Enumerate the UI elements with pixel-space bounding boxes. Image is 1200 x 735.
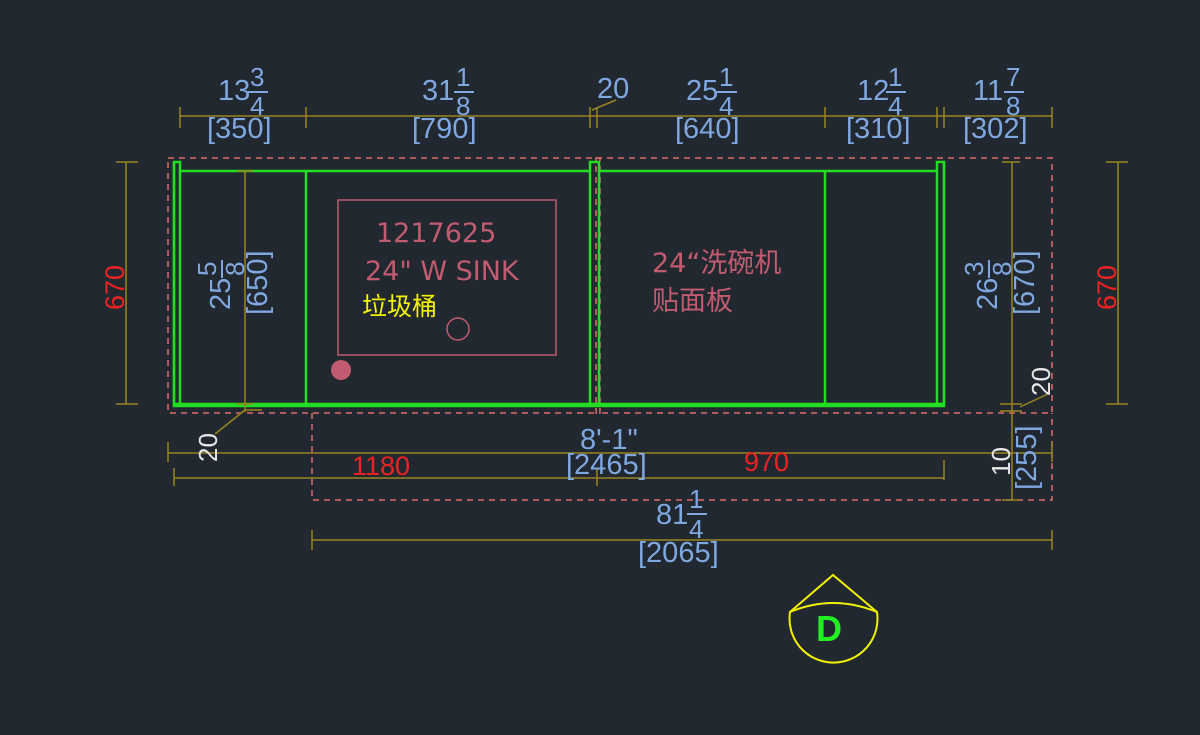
right-small-dim: 10 — [986, 447, 1016, 476]
svg-text:10: 10 — [986, 447, 1016, 476]
overall-mm: [2465] — [566, 449, 647, 481]
left-outer-dim: 670 — [100, 265, 130, 310]
svg-text:12: 12 — [857, 75, 889, 107]
left-end-panel — [172, 160, 182, 406]
lower-dim: 81 1 4 [2065] — [638, 484, 719, 569]
right-end-panel — [935, 160, 946, 406]
svg-text:[640]: [640] — [675, 113, 740, 145]
svg-text:8: 8 — [220, 262, 250, 276]
svg-text:1: 1 — [689, 484, 703, 514]
svg-text:[350]: [350] — [207, 113, 272, 145]
dashed-dishwasher-zone — [595, 157, 1053, 414]
svg-text:4: 4 — [250, 91, 264, 121]
right-small-mm: [255] — [1011, 426, 1043, 491]
top-dim-1: 13 3 4 [350] — [207, 62, 272, 145]
sink-code-label: 1217625 — [376, 218, 496, 249]
center-partition — [588, 160, 601, 406]
svg-text:[670]: [670] — [1009, 251, 1041, 316]
top-dim-5: 12 1 4 [310] — [846, 62, 911, 145]
drain-icon — [446, 317, 470, 341]
right-inner-dim: 26 3 8 [670] — [959, 251, 1041, 316]
svg-text:[255]: [255] — [1011, 426, 1043, 491]
left-gap-dim: 20 — [193, 433, 223, 462]
svg-text:1: 1 — [719, 62, 733, 92]
svg-text:13: 13 — [218, 75, 250, 107]
svg-text:[650]: [650] — [242, 251, 274, 316]
svg-text:25: 25 — [205, 278, 237, 310]
faucet-icon — [331, 360, 351, 380]
left-inner-dim: 25 5 8 [650] — [192, 251, 274, 316]
trash-bin-label: 垃圾桶 — [362, 292, 437, 321]
svg-text:8: 8 — [456, 91, 470, 121]
overall-imperial: 8'-1" — [580, 424, 638, 456]
svg-text:3: 3 — [959, 262, 989, 276]
dishwasher-label-line2: 贴面板 — [652, 286, 733, 317]
top-dim-6: 11 7 8 [302] — [963, 62, 1028, 145]
right-outer-dim: 670 — [1092, 265, 1122, 310]
top-dim-3: 20 — [597, 73, 629, 105]
right-gap-dim: 20 — [1026, 367, 1056, 396]
svg-text:4: 4 — [888, 91, 902, 121]
top-dim-4: 25 1 4 [640] — [675, 62, 740, 145]
sink-outline — [337, 199, 557, 356]
dashed-sink-zone — [167, 157, 601, 414]
svg-text:81: 81 — [656, 499, 688, 531]
svg-text:[2065]: [2065] — [638, 537, 719, 569]
svg-text:26: 26 — [972, 278, 1004, 310]
svg-text:25: 25 — [686, 75, 718, 107]
cabinet-outline — [172, 160, 946, 408]
top-dim-2: 31 1 8 [790] — [412, 62, 477, 145]
right-run-dim: 970 — [744, 447, 789, 477]
svg-text:4: 4 — [689, 514, 703, 544]
svg-text:8: 8 — [1006, 91, 1020, 121]
dishwasher-label-line1: 24“洗碗机 — [652, 248, 781, 279]
svg-text:8: 8 — [987, 262, 1017, 276]
dimension-lines — [116, 99, 1128, 550]
svg-text:7: 7 — [1006, 62, 1020, 92]
left-run-dim: 1180 — [352, 451, 410, 481]
section-tag-letter: D — [816, 608, 842, 649]
svg-text:[302]: [302] — [963, 113, 1028, 145]
svg-text:5: 5 — [192, 262, 222, 276]
svg-text:1: 1 — [456, 62, 470, 92]
svg-text:[310]: [310] — [846, 113, 911, 145]
section-tag-icon[interactable]: D — [788, 573, 879, 664]
svg-text:4: 4 — [719, 91, 733, 121]
svg-text:3: 3 — [250, 62, 264, 92]
svg-text:31: 31 — [422, 75, 454, 107]
svg-text:[790]: [790] — [412, 113, 477, 145]
sink-name-label: 24" W SINK — [365, 256, 520, 287]
svg-text:11: 11 — [973, 75, 1003, 107]
svg-text:1: 1 — [888, 62, 902, 92]
